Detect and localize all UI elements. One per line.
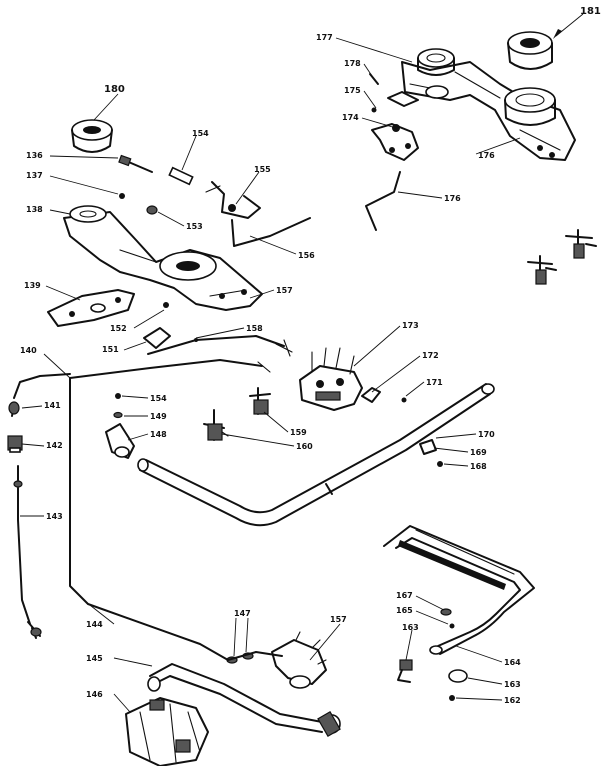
front-burner-body (47, 205, 263, 327)
label-172: 172 (422, 351, 439, 360)
leader-lines (20, 13, 584, 713)
label-147: 147 (234, 609, 251, 618)
label-163b: 163 (504, 680, 521, 689)
label-175: 175 (344, 86, 361, 95)
label-170: 170 (478, 430, 495, 439)
label-145: 145 (86, 654, 103, 663)
label-173: 173 (402, 321, 419, 330)
broiler-burner-164 (383, 525, 535, 655)
label-169: 169 (470, 448, 487, 457)
label-180: 180 (104, 84, 125, 95)
screw-162 (449, 695, 455, 701)
label-174: 174 (342, 113, 359, 122)
label-157: 157 (276, 286, 293, 295)
label-154: 154 (192, 129, 209, 138)
screw-171 (401, 397, 407, 403)
igniter-wire-179 (365, 171, 401, 231)
rear-burner-assembly (387, 31, 576, 161)
label-178: 178 (344, 59, 361, 68)
label-151: 151 (102, 345, 119, 354)
igniter-bracket-174 (371, 123, 419, 161)
tube-145 (147, 663, 341, 737)
gas-line-144 (69, 377, 229, 661)
label-153: 153 (186, 222, 203, 231)
screw-154 (115, 393, 121, 399)
label-143: 143 (46, 512, 63, 521)
label-139: 139 (24, 281, 41, 290)
label-163: 163 (402, 623, 419, 632)
label-141: 141 (44, 401, 61, 410)
label-176b: 176 (444, 194, 461, 203)
label-171: 171 (426, 378, 443, 387)
label-162: 162 (504, 696, 521, 705)
label-149: 149 (150, 412, 167, 421)
valve-159 (249, 387, 271, 415)
label-160: 160 (296, 442, 313, 451)
label-158: 158 (246, 324, 263, 333)
label-144: 144 (86, 620, 103, 629)
screw-152 (163, 302, 169, 308)
clip-175 (371, 107, 377, 113)
label-156: 156 (298, 251, 315, 260)
label-155: 155 (254, 165, 271, 174)
label-152: 152 (110, 324, 127, 333)
valve-157 (271, 631, 327, 689)
nut-172 (361, 387, 381, 403)
valve-160 (203, 409, 229, 441)
label-142: 142 (46, 441, 63, 450)
screw-168 (437, 461, 443, 467)
label-136: 136 (26, 151, 43, 160)
label-140: 140 (20, 346, 37, 355)
label-138: 138 (26, 205, 43, 214)
clip-169 (419, 439, 437, 455)
label-159: 159 (290, 428, 307, 437)
screw-137 (119, 193, 125, 199)
igniter-wires-158 (69, 335, 293, 379)
orifice-valves-right (527, 229, 597, 285)
label-176a: 176 (478, 151, 495, 160)
front-burner-cap-180 (71, 119, 113, 153)
label-164: 164 (504, 658, 521, 667)
regulator-146 (125, 697, 209, 766)
washer-149 (113, 411, 123, 419)
fitting-148 (105, 423, 135, 459)
label-157b: 157 (330, 615, 347, 624)
label-137: 137 (26, 171, 43, 180)
label-148: 148 (150, 430, 167, 439)
label-154b: 154 (150, 394, 167, 403)
label-167: 167 (396, 591, 413, 600)
label-165: 165 (396, 606, 413, 615)
manifold-tube-170 (137, 383, 495, 527)
bracket-151 (143, 327, 171, 349)
orifice-163 (397, 659, 413, 683)
tube-140 (8, 373, 71, 417)
sleeve-154 (168, 166, 194, 186)
washer-167 (440, 608, 452, 616)
igniter-155 (205, 181, 261, 219)
label-181: 181 (580, 6, 601, 17)
label-146: 146 (86, 690, 103, 699)
wire-156 (231, 217, 311, 247)
nut-142 (7, 435, 23, 453)
spring-153 (146, 205, 158, 215)
thermocouple-143 (13, 465, 42, 639)
valve-module-173 (299, 347, 363, 411)
cap-163 (448, 669, 468, 683)
label-177: 177 (316, 33, 333, 42)
label-168: 168 (470, 462, 487, 471)
screw-165 (449, 623, 455, 629)
part-labels: 181 177 178 175 174 176 176 180 136 154 … (20, 6, 601, 705)
